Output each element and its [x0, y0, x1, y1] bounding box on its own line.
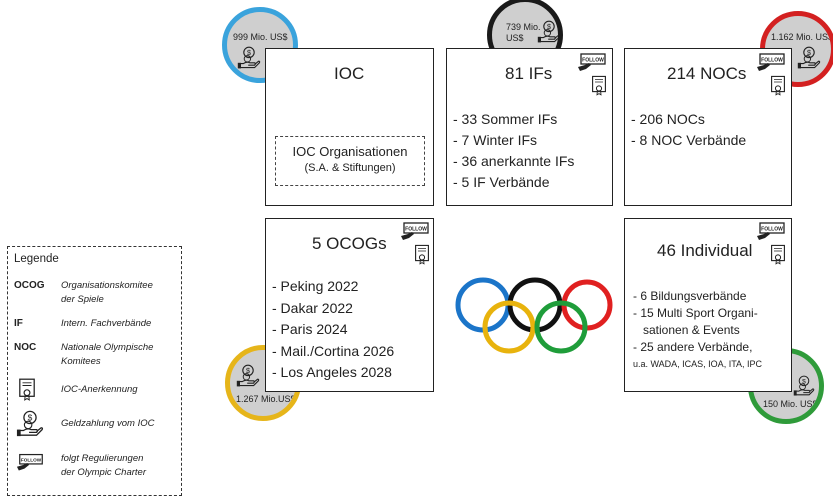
list-item: - 6 Bildungsverbände [633, 289, 747, 303]
legend-desc-follow: folgt Regulierungen der Olympic Charter [61, 452, 146, 480]
follow-icon: FOLLOW [757, 222, 785, 240]
ioc-box: IOC IOC Organisationen (S.A. & Stiftunge… [265, 48, 434, 206]
ocogs-box: 5 OCOGs - Peking 2022 - Dakar 2022 - Par… [265, 218, 434, 392]
legend-desc-if: Intern. Fachverbände [61, 318, 152, 329]
legend-abbr-noc: NOC [14, 342, 37, 353]
list-item: - Los Angeles 2028 [272, 364, 392, 380]
individual-box: 46 Individual - 6 Bildungsverbände - 15 … [624, 218, 792, 392]
list-item: - 15 Multi Sport Organi- [633, 306, 758, 320]
money-hand-icon [16, 410, 44, 438]
legend-desc-line: Komitees [61, 356, 101, 367]
ioc-organizations-line1: IOC Organisationen [292, 144, 408, 159]
list-item: - 36 anerkannte IFs [453, 153, 575, 169]
individual-list: - 6 Bildungsverbände - 15 Multi Sport Or… [633, 288, 758, 356]
nocs-follow-badge: FOLLOW [756, 53, 788, 99]
ifs-funding-amount-line2: US$ [506, 33, 524, 43]
list-item: - 8 NOC Verbände [631, 132, 747, 148]
ioc-funding-circle: 999 Mio. US$ [222, 7, 298, 83]
list-item: - 5 IF Verbände [453, 174, 550, 190]
ocogs-list: - Peking 2022 - Dakar 2022 - Paris 2024 … [272, 276, 394, 384]
nocs-funding-amount: 1.162 Mio. US$ [771, 32, 833, 42]
money-hand-icon [793, 375, 815, 397]
legend-desc-payment: Geldzahlung vom IOC [61, 418, 155, 429]
list-item: - 25 andere Verbände, [633, 340, 753, 354]
nocs-list: - 206 NOCs - 8 NOC Verbände [631, 109, 746, 151]
ocogs-title: 5 OCOGs [312, 234, 387, 253]
certificate-icon [414, 244, 430, 266]
legend-abbr-ocog: OCOG [14, 280, 45, 291]
ocogs-follow-badge: FOLLOW [400, 222, 432, 268]
list-item: - Dakar 2022 [272, 299, 353, 316]
follow-label: FOLLOW [761, 58, 783, 64]
legend-desc-line: Organisationskomitee [61, 280, 153, 291]
nocs-title: 214 NOCs [667, 64, 747, 83]
ioc-title: IOC [334, 64, 365, 83]
certificate-icon [18, 378, 36, 402]
money-hand-icon [237, 46, 261, 70]
ioc-organizations-box: IOC Organisationen (S.A. & Stiftungen) [275, 136, 425, 186]
certificate-icon [770, 244, 786, 266]
ring-yellow [482, 300, 536, 354]
legend-desc-noc: Nationale Olympische Komitees [61, 341, 153, 369]
money-hand-icon [537, 20, 561, 44]
money-hand-icon [797, 46, 821, 70]
individual-follow-badge: FOLLOW [756, 222, 788, 268]
legend-desc-line: der Spiele [61, 294, 104, 305]
follow-label: FOLLOW [405, 227, 427, 233]
legend-desc-line: der Olympic Charter [61, 467, 146, 478]
ifs-title: 81 IFs [505, 64, 553, 83]
ioc-funding-amount: 999 Mio. US$ [233, 32, 288, 42]
individual-title: 46 Individual [657, 241, 753, 260]
ioc-organizations-line2: (S.A. & Stiftungen) [304, 162, 396, 174]
legend-desc-line: Nationale Olympische [61, 342, 154, 353]
follow-icon: FOLLOW [16, 453, 43, 471]
follow-label: FOLLOW [761, 227, 783, 233]
ifs-list: - 33 Sommer IFs - 7 Winter IFs - 36 aner… [453, 109, 574, 193]
follow-icon: FOLLOW [401, 222, 429, 240]
list-item: sationen & Events [633, 323, 740, 337]
follow-label: FOLLOW [582, 58, 604, 64]
follow-label: FOLLOW [21, 458, 42, 463]
list-item: - Mail./Cortina 2026 [272, 342, 395, 359]
ifs-box: 81 IFs - 33 Sommer IFs - 7 Winter IFs - … [446, 48, 613, 206]
ifs-funding-amount-line1: 739 Mio. [506, 22, 541, 32]
legend-desc-line: folgt Regulierungen [61, 453, 144, 464]
legend: Legende OCOG Organisationskomitee der Sp… [7, 246, 182, 496]
individual-funding-amount: 150 Mio. US$ [763, 399, 818, 409]
certificate-icon [591, 75, 607, 97]
olympic-rings-icon [455, 277, 613, 354]
ring-green [534, 300, 588, 354]
list-item: - 206 NOCs [631, 111, 705, 127]
legend-desc-ocog: Organisationskomitee der Spiele [61, 279, 153, 307]
individual-note: u.a. WADA, ICAS, IOA, ITA, IPC [633, 359, 763, 369]
list-item: - 33 Sommer IFs [453, 111, 558, 127]
follow-icon: FOLLOW [757, 53, 785, 71]
list-item: - Peking 2022 [272, 278, 359, 294]
nocs-box: 214 NOCs - 206 NOCs - 8 NOC Verbände [624, 48, 792, 206]
ifs-follow-badge: FOLLOW [577, 53, 609, 99]
follow-icon: FOLLOW [578, 53, 606, 71]
list-item: - Paris 2024 [272, 321, 348, 337]
legend-abbr-if: IF [14, 318, 23, 329]
legend-title: Legende [14, 253, 59, 265]
certificate-icon [770, 75, 786, 97]
money-hand-icon [236, 364, 260, 388]
legend-desc-recognition: IOC-Anerkennung [61, 384, 138, 395]
ocogs-funding-amount: 1.267 Mio.US$ [236, 394, 296, 404]
list-item: - 7 Winter IFs [453, 132, 538, 148]
